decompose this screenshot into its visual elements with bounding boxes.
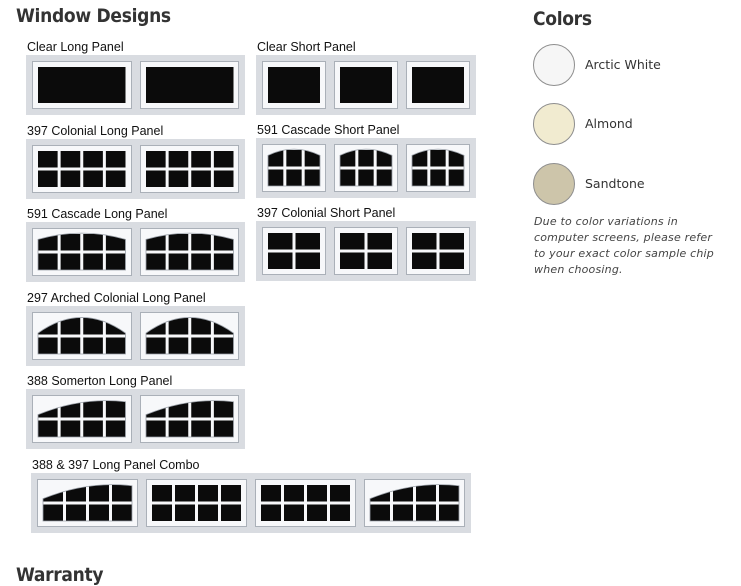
- design-label-somerton-long: 388 Somerton Long Panel: [27, 374, 173, 388]
- design-label-clear-short: Clear Short Panel: [257, 40, 356, 54]
- design-somerton-long[interactable]: [26, 389, 245, 449]
- design-arched-long[interactable]: [26, 306, 245, 366]
- window-glass-graphic: [145, 67, 233, 103]
- design-colonial-short[interactable]: [256, 221, 476, 281]
- window-glass-graphic: [145, 232, 234, 271]
- window-glass-graphic: [412, 233, 464, 269]
- design-label-combo: 388 & 397 Long Panel Combo: [32, 458, 200, 472]
- design-label-clear-long: Clear Long Panel: [27, 40, 124, 54]
- window-pane-2: [146, 479, 247, 527]
- window-glass-graphic: [145, 400, 234, 438]
- window-pane-1: [262, 144, 326, 192]
- window-glass-graphic: [145, 317, 234, 355]
- window-glass-graphic: [37, 400, 126, 438]
- window-glass-graphic: [145, 151, 233, 187]
- window-pane-2: [139, 395, 239, 443]
- window-pane-3: [406, 61, 470, 109]
- window-pane-2: [139, 228, 239, 276]
- design-label-arched-long: 297 Arched Colonial Long Panel: [27, 291, 206, 305]
- window-pane-1: [32, 312, 132, 360]
- window-pane-1: [32, 228, 132, 276]
- window-glass-graphic: [261, 485, 350, 521]
- window-pane-3: [406, 227, 470, 275]
- design-clear-short[interactable]: [256, 55, 476, 115]
- window-pane-2: [139, 145, 239, 193]
- window-pane-1: [32, 395, 132, 443]
- window-pane-1: [37, 479, 138, 527]
- window-glass-graphic: [268, 233, 320, 269]
- window-pane-2: [334, 144, 398, 192]
- colors-title: Colors: [533, 8, 592, 30]
- window-glass-graphic: [267, 148, 321, 187]
- window-glass-graphic: [369, 484, 460, 522]
- design-label-colonial-short: 397 Colonial Short Panel: [257, 206, 396, 220]
- window-pane-2: [334, 61, 398, 109]
- color-disclaimer: Due to color variations in computer scre…: [534, 215, 714, 276]
- window-pane-1: [32, 145, 132, 193]
- design-clear-long[interactable]: [26, 55, 245, 115]
- design-colonial-long[interactable]: [26, 139, 245, 199]
- warranty-heading-partial: Warranty: [16, 564, 104, 586]
- window-glass-graphic: [268, 67, 320, 103]
- color-label-sandtone: Sandtone: [585, 176, 645, 191]
- window-pane-1: [262, 227, 326, 275]
- window-pane-1: [32, 61, 132, 109]
- design-combo[interactable]: [31, 473, 471, 533]
- window-glass-graphic: [37, 317, 126, 355]
- window-glass-graphic: [340, 67, 392, 103]
- window-pane-2: [139, 61, 239, 109]
- color-label-arctic-white: Arctic White: [585, 57, 661, 72]
- color-label-almond: Almond: [585, 116, 633, 131]
- window-designs-title: Window Designs: [16, 5, 171, 27]
- design-cascade-long[interactable]: [26, 222, 245, 282]
- design-label-cascade-short: 591 Cascade Short Panel: [257, 123, 400, 137]
- color-chip-arctic-white[interactable]: [533, 44, 575, 86]
- window-pane-1: [262, 61, 326, 109]
- window-glass-graphic: [152, 485, 241, 521]
- window-glass-graphic: [411, 148, 465, 187]
- window-glass-graphic: [38, 151, 126, 187]
- window-glass-graphic: [340, 233, 392, 269]
- window-pane-3: [406, 144, 470, 192]
- design-label-cascade-long: 591 Cascade Long Panel: [27, 207, 168, 221]
- design-label-colonial-long: 397 Colonial Long Panel: [27, 124, 164, 138]
- window-glass-graphic: [38, 67, 126, 103]
- color-chip-sandtone[interactable]: [533, 163, 575, 205]
- window-pane-3: [255, 479, 356, 527]
- color-chip-almond[interactable]: [533, 103, 575, 145]
- window-glass-graphic: [37, 232, 126, 271]
- window-glass-graphic: [42, 484, 133, 522]
- window-glass-graphic: [339, 148, 393, 187]
- window-glass-graphic: [412, 67, 464, 103]
- window-pane-4: [364, 479, 465, 527]
- design-cascade-short[interactable]: [256, 138, 476, 198]
- window-pane-2: [334, 227, 398, 275]
- window-pane-2: [139, 312, 239, 360]
